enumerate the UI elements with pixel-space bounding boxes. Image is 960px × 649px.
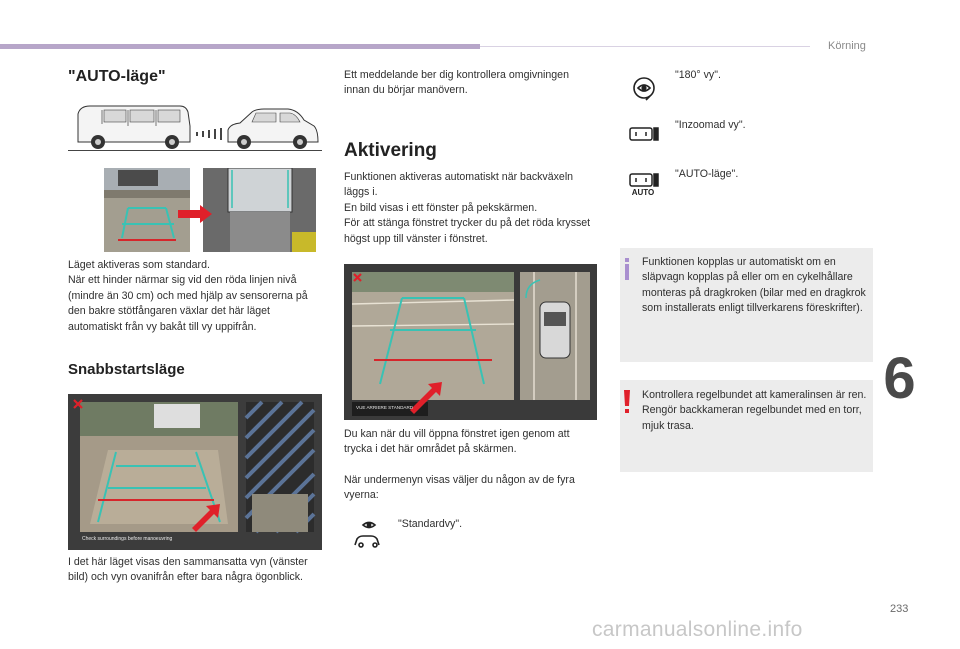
standard-view-icon[interactable]	[351, 519, 383, 551]
submenu-text: När undermenyn visas väljer du någon av …	[344, 474, 575, 502]
activation-title: Aktivering	[344, 140, 437, 161]
watermark: carmanualsonline.info	[592, 618, 803, 641]
view-180-icon[interactable]	[630, 74, 658, 102]
auto-icon-text: AUTO	[631, 188, 655, 197]
warning-box: Kontrollera regelbundet att kameralinsen…	[620, 380, 873, 472]
view-180-label: "180° vy".	[675, 69, 721, 81]
distance-dashes	[196, 128, 222, 140]
quick-start-screen: Check surroundings before manoeuvring	[68, 394, 322, 550]
standard-view-label: "Standardvy".	[398, 518, 463, 530]
camera-icon	[629, 127, 659, 141]
camera-icon	[629, 173, 659, 187]
red-arrow-icon	[410, 382, 442, 414]
warning-icon	[622, 390, 632, 414]
car-icon	[227, 108, 319, 149]
vehicles-illustration	[68, 98, 322, 152]
quick-start-text: I det här läget visas den sammansatta vy…	[68, 556, 308, 584]
info-icon	[623, 258, 631, 280]
eye-car-icon	[354, 521, 380, 548]
accent-bar	[0, 44, 480, 49]
close-icon	[73, 399, 83, 409]
divider-line	[68, 150, 322, 151]
quick-start-title: Snabbstartsläge	[68, 361, 185, 378]
red-arrow-icon	[192, 504, 220, 532]
info-text: Funktionen kopplas ur automatiskt om en …	[642, 256, 866, 315]
auto-mode-title: "AUTO-läge"	[68, 68, 166, 85]
zoom-view-label: "Inzoomad vy".	[675, 119, 746, 131]
warning-text: Kontrollera regelbundet att kameralinsen…	[642, 389, 867, 432]
red-arrow-icon	[178, 205, 212, 223]
chapter-number: 6	[883, 346, 916, 411]
accent-bar-thin	[480, 46, 810, 47]
activation-text: Funktionen aktiveras automatiskt när bac…	[344, 171, 591, 245]
info-box: Funktionen kopplas ur automatiskt om en …	[620, 248, 873, 362]
intro-text: Ett meddelande ber dig kontrollera omgiv…	[344, 69, 569, 97]
eye-icon	[633, 77, 655, 101]
auto-mode-text: Läget aktiveras som standard. När ett hi…	[68, 259, 308, 333]
screen-caption: VUE ARRIERE STANDARD	[356, 405, 414, 410]
auto-mode-screens	[104, 167, 316, 252]
van-icon	[77, 105, 191, 149]
reverse-camera-screen: VUE ARRIERE STANDARD	[344, 264, 597, 420]
open-window-text: Du kan när du vill öppna fönstret igen g…	[344, 428, 570, 456]
page-number: 233	[890, 603, 909, 615]
auto-view-label: "AUTO-läge".	[675, 168, 739, 180]
auto-view-icon[interactable]: AUTO	[628, 172, 660, 198]
zoom-view-icon[interactable]	[628, 126, 660, 142]
section-name: Körning	[828, 40, 866, 52]
quick-start-caption: Check surroundings before manoeuvring	[82, 536, 173, 542]
close-icon	[353, 273, 362, 282]
